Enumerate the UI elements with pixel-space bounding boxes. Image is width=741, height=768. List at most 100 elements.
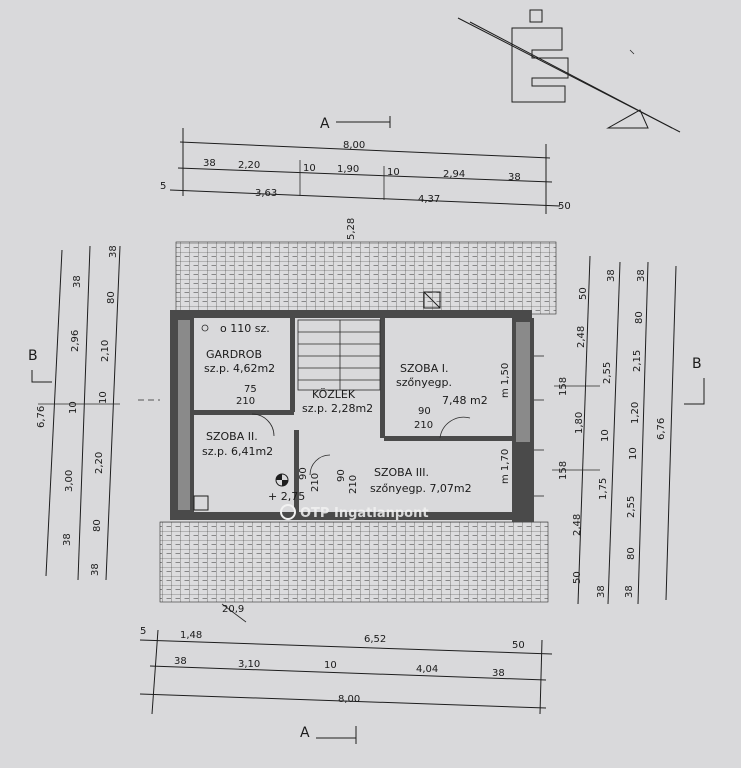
left-dim-1: 38 [72,275,83,288]
section-a-top: A [320,116,330,132]
left-dim-7: 80 [106,291,117,304]
section-b-right: B [692,356,702,372]
szoba1-area: 7,48 m2 [442,394,488,407]
right-dim-1: 50 [578,287,589,300]
right-dim-10: 38 [596,585,607,598]
left-dimension-lines: 6,76 38 2,96 10 3,00 38 38 80 2,10 10 2,… [36,245,121,581]
bottom-total-dim: 8,00 [338,694,360,705]
roof-tiles-bottom [159,521,549,603]
right-dim-9: 1,75 [598,478,609,500]
watermark: OTP Ingatlanpont [280,504,429,521]
right-dim-2: 2,48 [576,326,587,348]
top-total-dim: 8,00 [343,140,365,151]
gardrob-area: sz.p. 4,62m2 [204,362,275,375]
left-dim-8: 2,10 [100,340,111,362]
top-dim-6: 2,94 [443,169,465,180]
right-dim-14: 1,20 [630,402,641,424]
kozlek-area: sz.p. 2,28m2 [302,402,373,415]
stair-top-dim: 5,28 [346,218,357,240]
roof-section-sketch [457,9,681,133]
door-210b: 210 [414,420,433,431]
watermark-brand: OTP [300,506,329,521]
top-dimension-lines: 8,00 38 2,20 10 1,90 10 2,94 38 5 3,63 4… [160,128,571,214]
top-dim-7: 38 [508,172,521,183]
section-a-bottom: A [300,725,310,741]
watermark-text: Ingatlanpont [334,506,429,521]
level-label: + 2,75 [268,490,305,503]
top-dim-2: 2,20 [238,160,260,171]
section-b-left: B [28,348,38,364]
door-75: 75 [244,384,257,395]
right-dim-4: 2,48 [572,514,583,536]
top-dim-5: 10 [387,167,400,178]
szoba2-name: SZOBA II. [206,430,258,443]
left-dim-12: 38 [90,563,101,576]
window2-label: m 1,70 [500,449,511,484]
right-dim-15: 10 [628,447,639,460]
right-dim-6: 38 [606,269,617,282]
right-dim-3: 1,80 [574,412,585,434]
right-stair-mark-1: 158 [558,377,569,396]
szoba2-area: sz.p. 6,41m2 [202,445,273,458]
bottom-dimension-lines: 20,9 5 1,48 6,52 50 38 3,10 10 4,04 38 8… [139,603,553,715]
szoba3-name: SZOBA III. [374,466,429,479]
room-labels: o 110 sz. GARDROB sz.p. 4,62m2 75 210 KÖ… [201,322,511,503]
left-total-dim: 6,76 [36,406,47,428]
top-dim-11: 50 [558,201,571,212]
gardrob-name: GARDROB [206,348,262,361]
door-210a: 210 [236,396,255,407]
bottom-dim-3: 6,52 [364,634,386,645]
right-stair-mark-2: 158 [558,461,569,480]
right-dim-8: 10 [600,429,611,442]
bottom-dim-4: 50 [512,640,525,651]
door-right-h: 210 [348,475,359,494]
szoba3-area: szőnyegp. 7,07m2 [370,482,472,495]
bottom-dim-5: 38 [174,656,187,667]
right-total-dim: 6,76 [656,418,667,440]
top-dim-4: 1,90 [337,164,359,175]
szoba1-name: SZOBA I. [400,362,449,375]
right-dim-18: 38 [624,585,635,598]
top-dim-1: 38 [203,158,216,169]
right-dim-11: 38 [636,269,647,282]
left-dim-11: 80 [92,519,103,532]
bottom-dim-7: 10 [324,660,337,671]
left-dim-6: 38 [108,245,119,258]
left-dim-3: 10 [68,401,79,414]
section-markers: A A B B [28,116,705,744]
kozlek-name: KÖZLEK [312,388,356,401]
roof-tiles-top [175,241,557,315]
door-right-w: 90 [336,469,347,482]
bottom-dim-8: 4,04 [416,664,438,675]
bottom-dim-6: 3,10 [238,659,260,670]
right-dim-17: 80 [626,547,637,560]
bottom-dim-2: 1,48 [180,630,202,641]
door-90: 90 [418,406,431,417]
left-dim-9: 10 [98,391,109,404]
top-dim-3: 10 [303,163,316,174]
right-dim-7: 2,55 [602,362,613,384]
left-dim-4: 3,00 [64,470,75,492]
left-dim-5: 38 [62,533,73,546]
top-dim-8: 5 [160,181,166,192]
right-dimension-lines: 50 2,48 1,80 2,48 50 38 2,55 10 1,75 38 … [552,255,677,605]
right-dim-12: 80 [634,311,645,324]
top-dim-9: 3,63 [255,188,277,199]
bottom-dim-9: 38 [492,668,505,679]
szoba1-sub: szőnyegp. [396,376,452,389]
door-left-h: 210 [310,473,321,492]
left-dim-2: 2,96 [70,330,81,352]
building-plan: 5,28 [138,218,557,603]
chimney-label: o 110 sz. [220,322,270,335]
bottom-stair-dim: 20,9 [222,604,244,615]
right-dim-13: 2,15 [632,350,643,372]
door-left-w: 90 [298,467,309,480]
watermark-logo-icon [280,504,296,520]
right-dim-5: 50 [572,571,583,584]
top-dim-10: 4,37 [418,194,440,205]
right-dim-16: 2,55 [626,496,637,518]
left-dim-10: 2,20 [94,452,105,474]
bottom-dim-1: 5 [140,626,146,637]
window1-label: m 1,50 [500,363,511,398]
